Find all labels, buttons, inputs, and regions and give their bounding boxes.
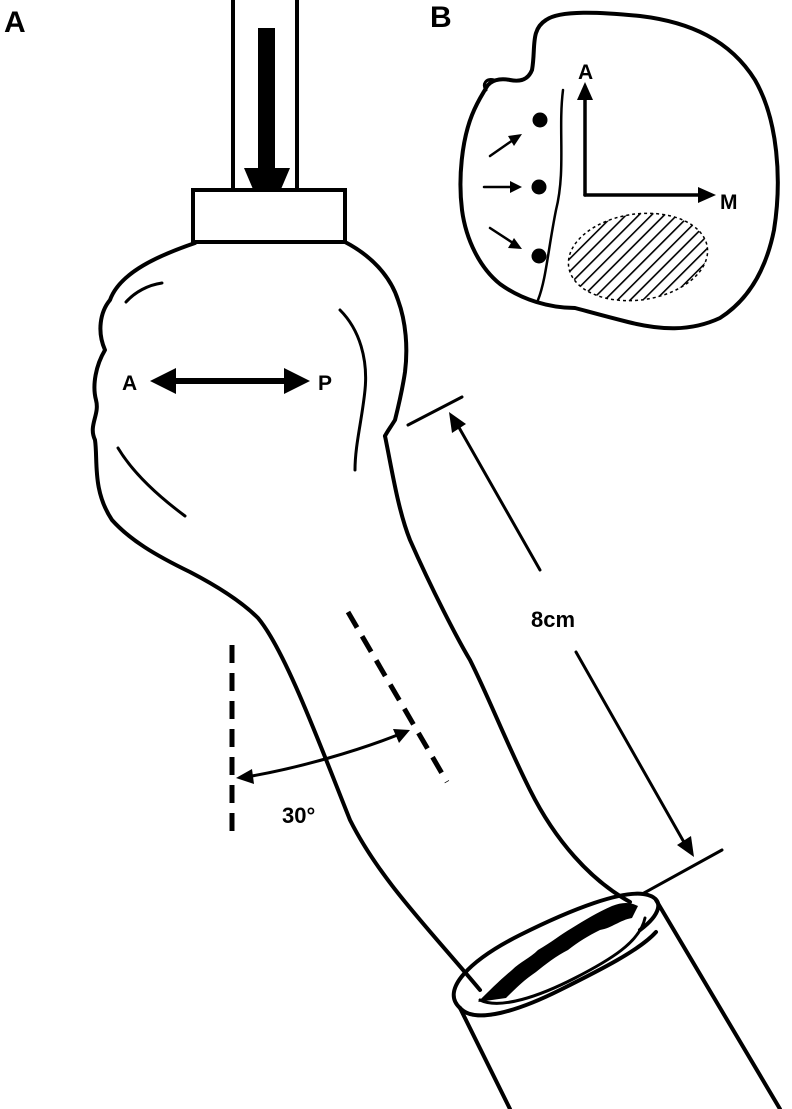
humerus-outline: [90, 240, 632, 992]
anterior-label: A: [122, 372, 137, 395]
panel-b-label: B: [430, 1, 452, 34]
bone-cement: [478, 903, 638, 1002]
posterior-label: P: [318, 372, 332, 395]
length-label: 8cm: [531, 607, 575, 632]
loading-cap: [191, 188, 347, 244]
length-dimension: [406, 395, 724, 895]
fixation-point-1: [532, 112, 548, 128]
fixation-point-3: [531, 248, 547, 264]
humeral-axis-line: [345, 610, 450, 784]
potting-cylinder: [451, 891, 782, 1109]
axis-medial-label: M: [720, 191, 738, 214]
load-rod: [231, 0, 299, 192]
axis-anterior-label: A: [578, 61, 593, 84]
head-section-outline: [458, 10, 780, 331]
orientation-axes: [577, 82, 716, 203]
ap-arrow: [150, 368, 310, 394]
panel-b: A M: [458, 10, 780, 331]
angle-arc: [236, 729, 410, 784]
panel-a-label: A: [4, 6, 26, 39]
cortical-line: [536, 88, 565, 302]
fixation-point-2: [531, 179, 547, 195]
angle-label: 30°: [282, 803, 315, 828]
hatched-region: [562, 205, 714, 310]
panel-a: A P 8cm 30°: [90, 0, 782, 1109]
force-arrows: [482, 134, 522, 249]
